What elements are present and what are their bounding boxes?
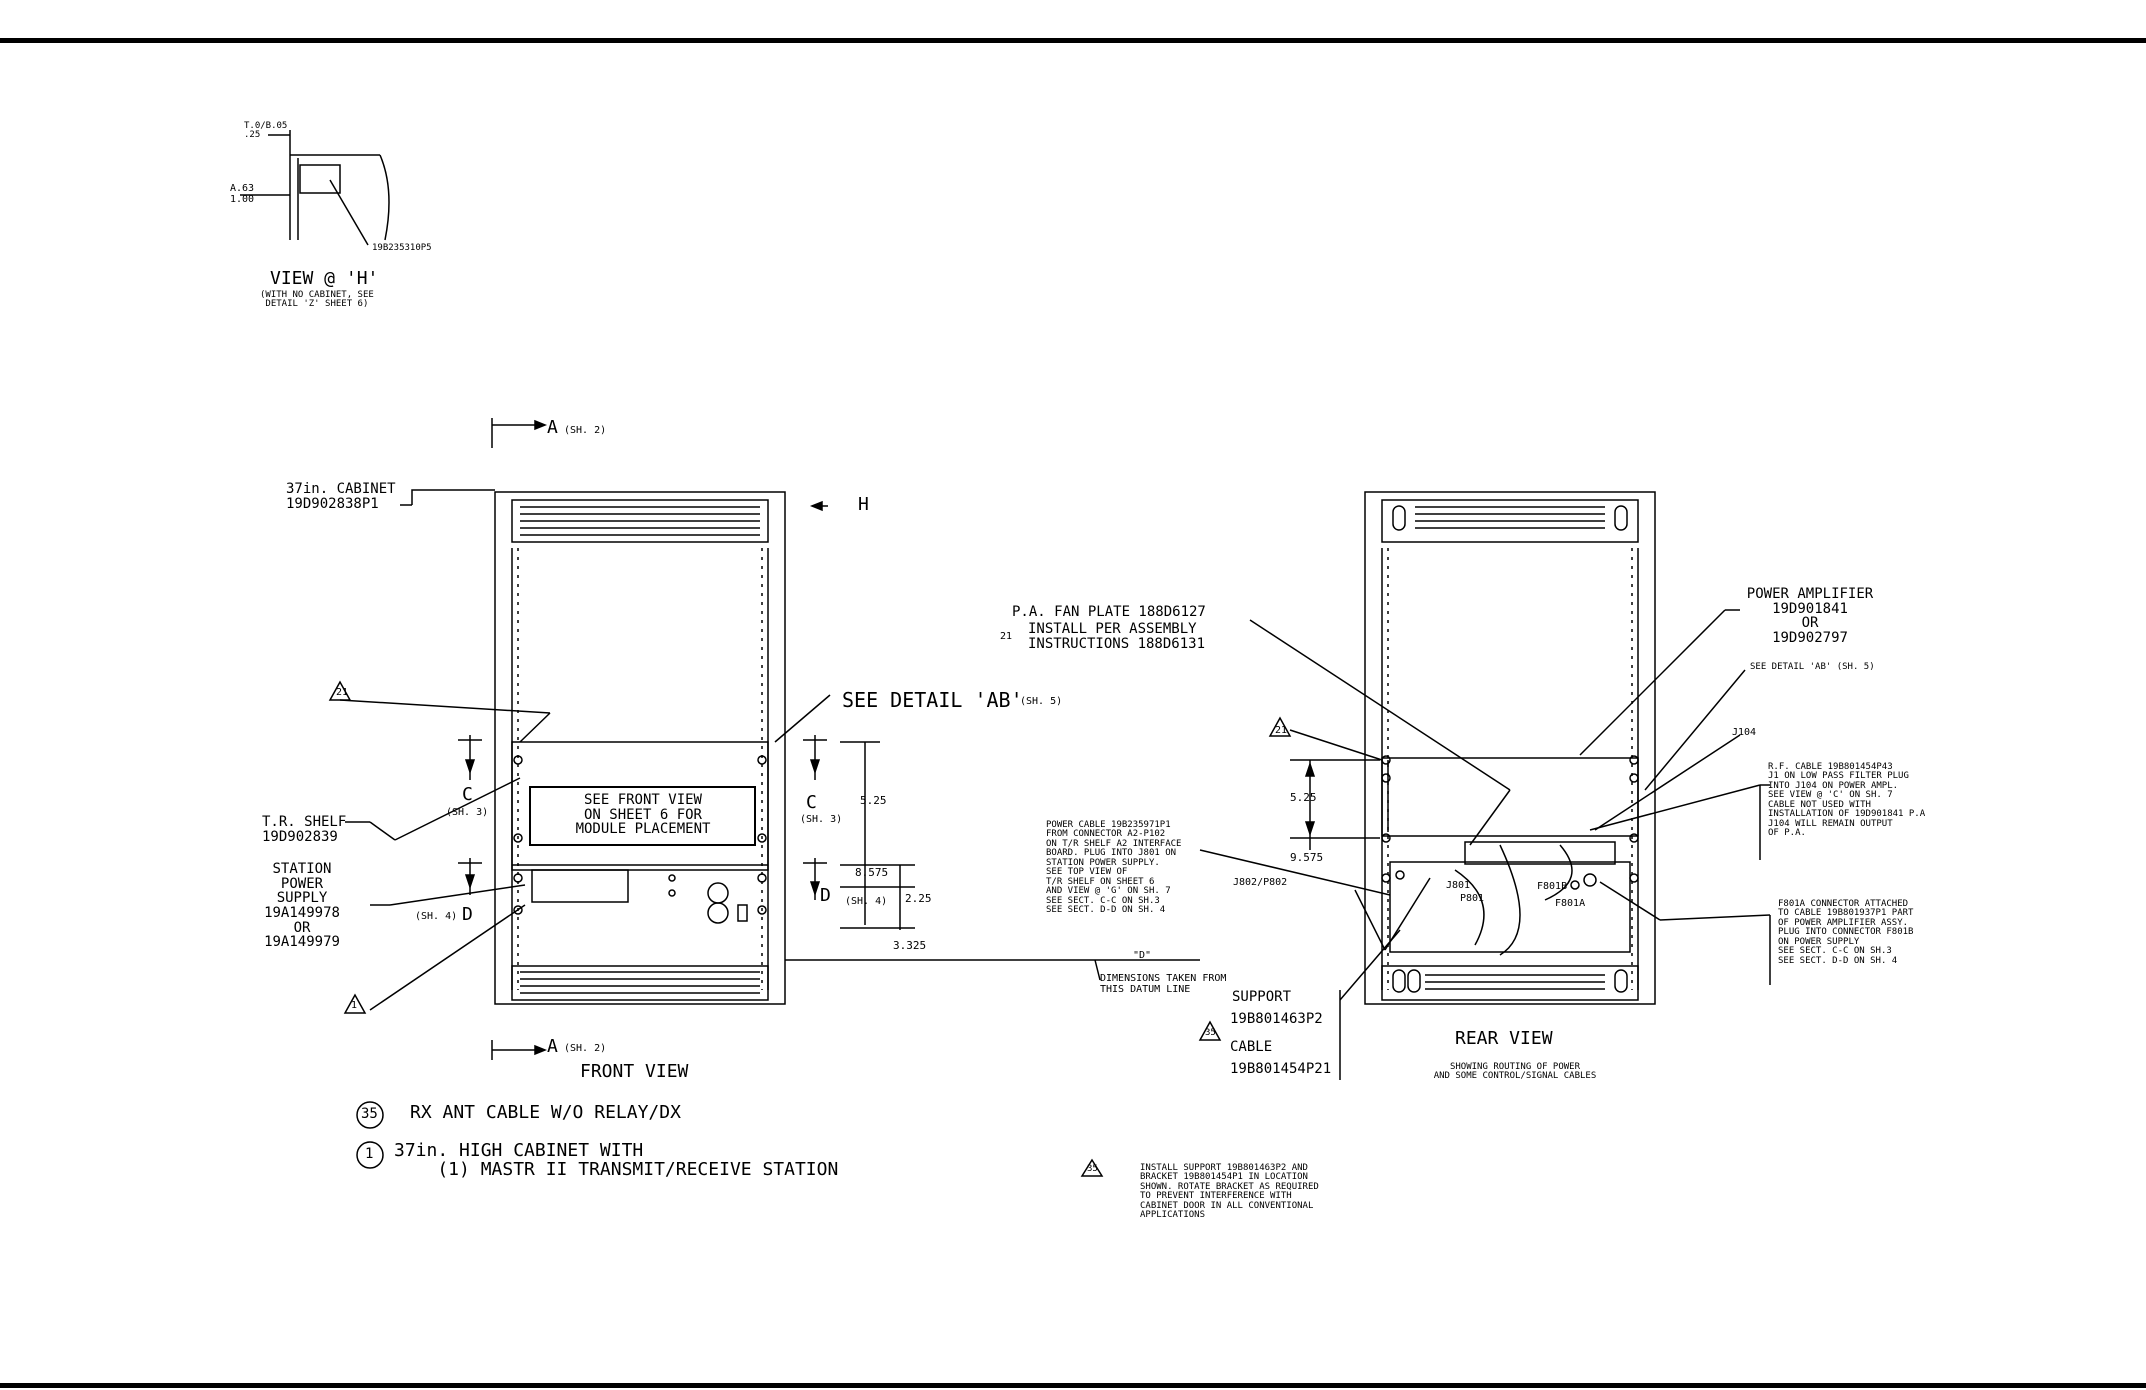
rear-detail-ab: SEE DETAIL 'AB' (SH. 5)	[1750, 662, 1875, 672]
rear-flag-21: 21	[1275, 725, 1288, 736]
section-a-top-ref: (SH. 2)	[564, 425, 607, 436]
front-tr-shelf: T.R. SHELF 19D902839	[262, 814, 347, 845]
rear-cable: CABLE	[1230, 1039, 1273, 1055]
note-1-circle	[356, 1141, 384, 1169]
front-cabinet	[494, 491, 786, 1005]
section-a-bottom-label: A	[547, 1036, 558, 1057]
datum-note: DIMENSIONS TAKEN FROM THIS DATUM LINE	[1100, 973, 1227, 995]
rear-j801: J801	[1446, 880, 1471, 891]
bottom-border-rule	[0, 1383, 2146, 1388]
section-d-left-ref: (SH. 4)	[415, 911, 458, 922]
rear-p801: P801	[1460, 893, 1485, 904]
section-a-top-label: A	[547, 417, 558, 438]
install-note-flag: 35	[1087, 1164, 1098, 1174]
section-d-left-label: D	[462, 904, 473, 925]
rear-cabinet	[1364, 491, 1656, 1005]
datum-marker: "D"	[1133, 950, 1152, 961]
view-h-title: VIEW @ 'H'	[270, 268, 379, 289]
section-c-right-label: C	[806, 792, 817, 813]
view-h-detail	[240, 130, 390, 246]
rear-f801b: F801B	[1537, 881, 1568, 892]
front-note-box: SEE FRONT VIEW ON SHEET 6 FOR MODULE PLA…	[575, 792, 711, 838]
rear-dim-9-575: 9.575	[1290, 851, 1324, 864]
rear-flag-35: 35	[1205, 1028, 1216, 1038]
view-h-dim-top: T.0/B.05 .25	[244, 121, 288, 141]
rear-j104: J104	[1732, 727, 1757, 738]
front-cabinet-label: 37in. CABINET 19D902838P1	[286, 481, 396, 512]
rear-leaders	[1080, 609, 1771, 1177]
section-c-left-ref: (SH. 3)	[446, 807, 489, 818]
rear-power-cable-note: POWER CABLE 19B235971P1 FROM CONNECTOR A…	[1046, 820, 1182, 915]
rear-view-title: REAR VIEW	[1455, 1028, 1553, 1049]
front-detail-ab-ref: (SH. 5)	[1020, 696, 1063, 707]
front-dim-2-25: 2.25	[905, 892, 932, 905]
front-flag-21: 21	[336, 687, 349, 698]
section-c-left-label: C	[462, 784, 473, 805]
rear-support-no: 19B801463P2	[1230, 1011, 1323, 1027]
view-h-part-no: 19B235310P5	[372, 243, 432, 253]
rear-j802: J802/P802	[1233, 877, 1288, 888]
rear-f801a: F801A	[1555, 898, 1586, 909]
rear-cable-no: 19B801454P21	[1230, 1061, 1332, 1077]
front-detail-ab: SEE DETAIL 'AB'	[842, 688, 1023, 712]
note-35-circle	[356, 1101, 384, 1129]
front-dim-8-575: 8.575	[855, 866, 889, 879]
rear-pa-fan: P.A. FAN PLATE 188D6127	[1012, 604, 1206, 620]
view-h-marker: H	[858, 494, 869, 515]
section-d-right-label: D	[820, 885, 831, 906]
rear-f801a-note: F801A CONNECTOR ATTACHED TO CABLE 19B801…	[1778, 899, 1914, 966]
front-flag-1: 1	[351, 1000, 358, 1011]
rear-power-amp: POWER AMPLIFIER 19D901841 OR 19D902797	[1746, 586, 1874, 647]
note-1-number: 1	[365, 1146, 374, 1162]
front-section-arrows	[328, 418, 1200, 1060]
front-dim-5-25: 5.25	[860, 794, 887, 807]
rear-view-subtitle: SHOWING ROUTING OF POWER AND SOME CONTRO…	[1433, 1062, 1597, 1082]
rear-pa-fan-flag: 21	[1000, 631, 1013, 642]
rear-pa-fan-note: INSTALL PER ASSEMBLY INSTRUCTIONS 188D61…	[1028, 621, 1206, 652]
rear-support: SUPPORT	[1232, 989, 1292, 1005]
section-d-right-ref: (SH. 4)	[845, 896, 888, 907]
note-1-text: 37in. HIGH CABINET WITH (1) MASTR II TRA…	[394, 1140, 839, 1180]
rear-rf-cable-note: R.F. CABLE 19B801454P43 J1 ON LOW PASS F…	[1768, 762, 1926, 839]
view-h-note: (WITH NO CABINET, SEE DETAIL 'Z' SHEET 6…	[260, 290, 374, 310]
section-c-right-ref: (SH. 3)	[800, 814, 843, 825]
rear-dim-5-25: 5.25	[1290, 791, 1317, 804]
section-a-bottom-ref: (SH. 2)	[564, 1043, 607, 1054]
note-35-text: RX ANT CABLE W/O RELAY/DX	[410, 1102, 681, 1123]
front-dim-3-325: 3.325	[893, 939, 927, 952]
install-note: INSTALL SUPPORT 19B801463P2 AND BRACKET …	[1140, 1163, 1319, 1221]
note-35-number: 35	[361, 1106, 378, 1122]
front-view-title: FRONT VIEW	[580, 1061, 689, 1082]
front-power-supply: STATION POWER SUPPLY 19A149978 OR 19A149…	[264, 861, 340, 951]
top-border-rule	[0, 38, 2146, 43]
view-h-dim-mid: A.63 1.00	[230, 183, 255, 205]
